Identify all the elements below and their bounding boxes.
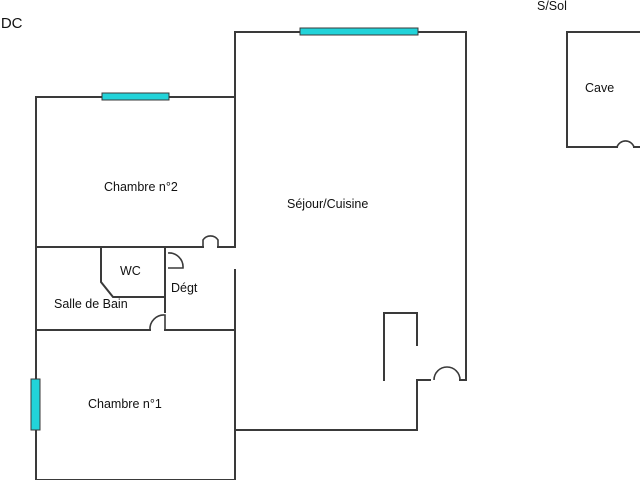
- bedroom-2-window: [101, 92, 170, 101]
- room-label-cellar: Cave: [585, 81, 615, 95]
- bedroom-2-door: [202, 235, 219, 247]
- room-label-bedroom-2: Chambre n°2: [104, 180, 178, 194]
- cellar-walls: [566, 31, 640, 148]
- wc-door: [167, 252, 184, 269]
- living-room-door: [433, 366, 461, 381]
- bedroom-1-window: [30, 378, 41, 431]
- living-room-walls: [234, 31, 467, 431]
- bedroom-2-walls: [35, 96, 236, 480]
- bedroom-1-walls: [35, 429, 236, 480]
- cellar-door: [616, 140, 635, 148]
- bathroom-door: [149, 314, 166, 331]
- room-label-wc: WC: [120, 264, 141, 278]
- room-label-hallway: Dégt: [171, 281, 198, 295]
- wc-walls: [100, 246, 166, 313]
- basement-label: S/Sol: [537, 0, 567, 13]
- room-label-living: Séjour/Cuisine: [287, 197, 369, 211]
- living-room-window: [299, 27, 419, 36]
- room-label-bedroom-1: Chambre n°1: [88, 397, 162, 411]
- room-label-bathroom: Salle de Bain: [54, 297, 128, 311]
- ground-floor-label: RDC: [0, 15, 23, 32]
